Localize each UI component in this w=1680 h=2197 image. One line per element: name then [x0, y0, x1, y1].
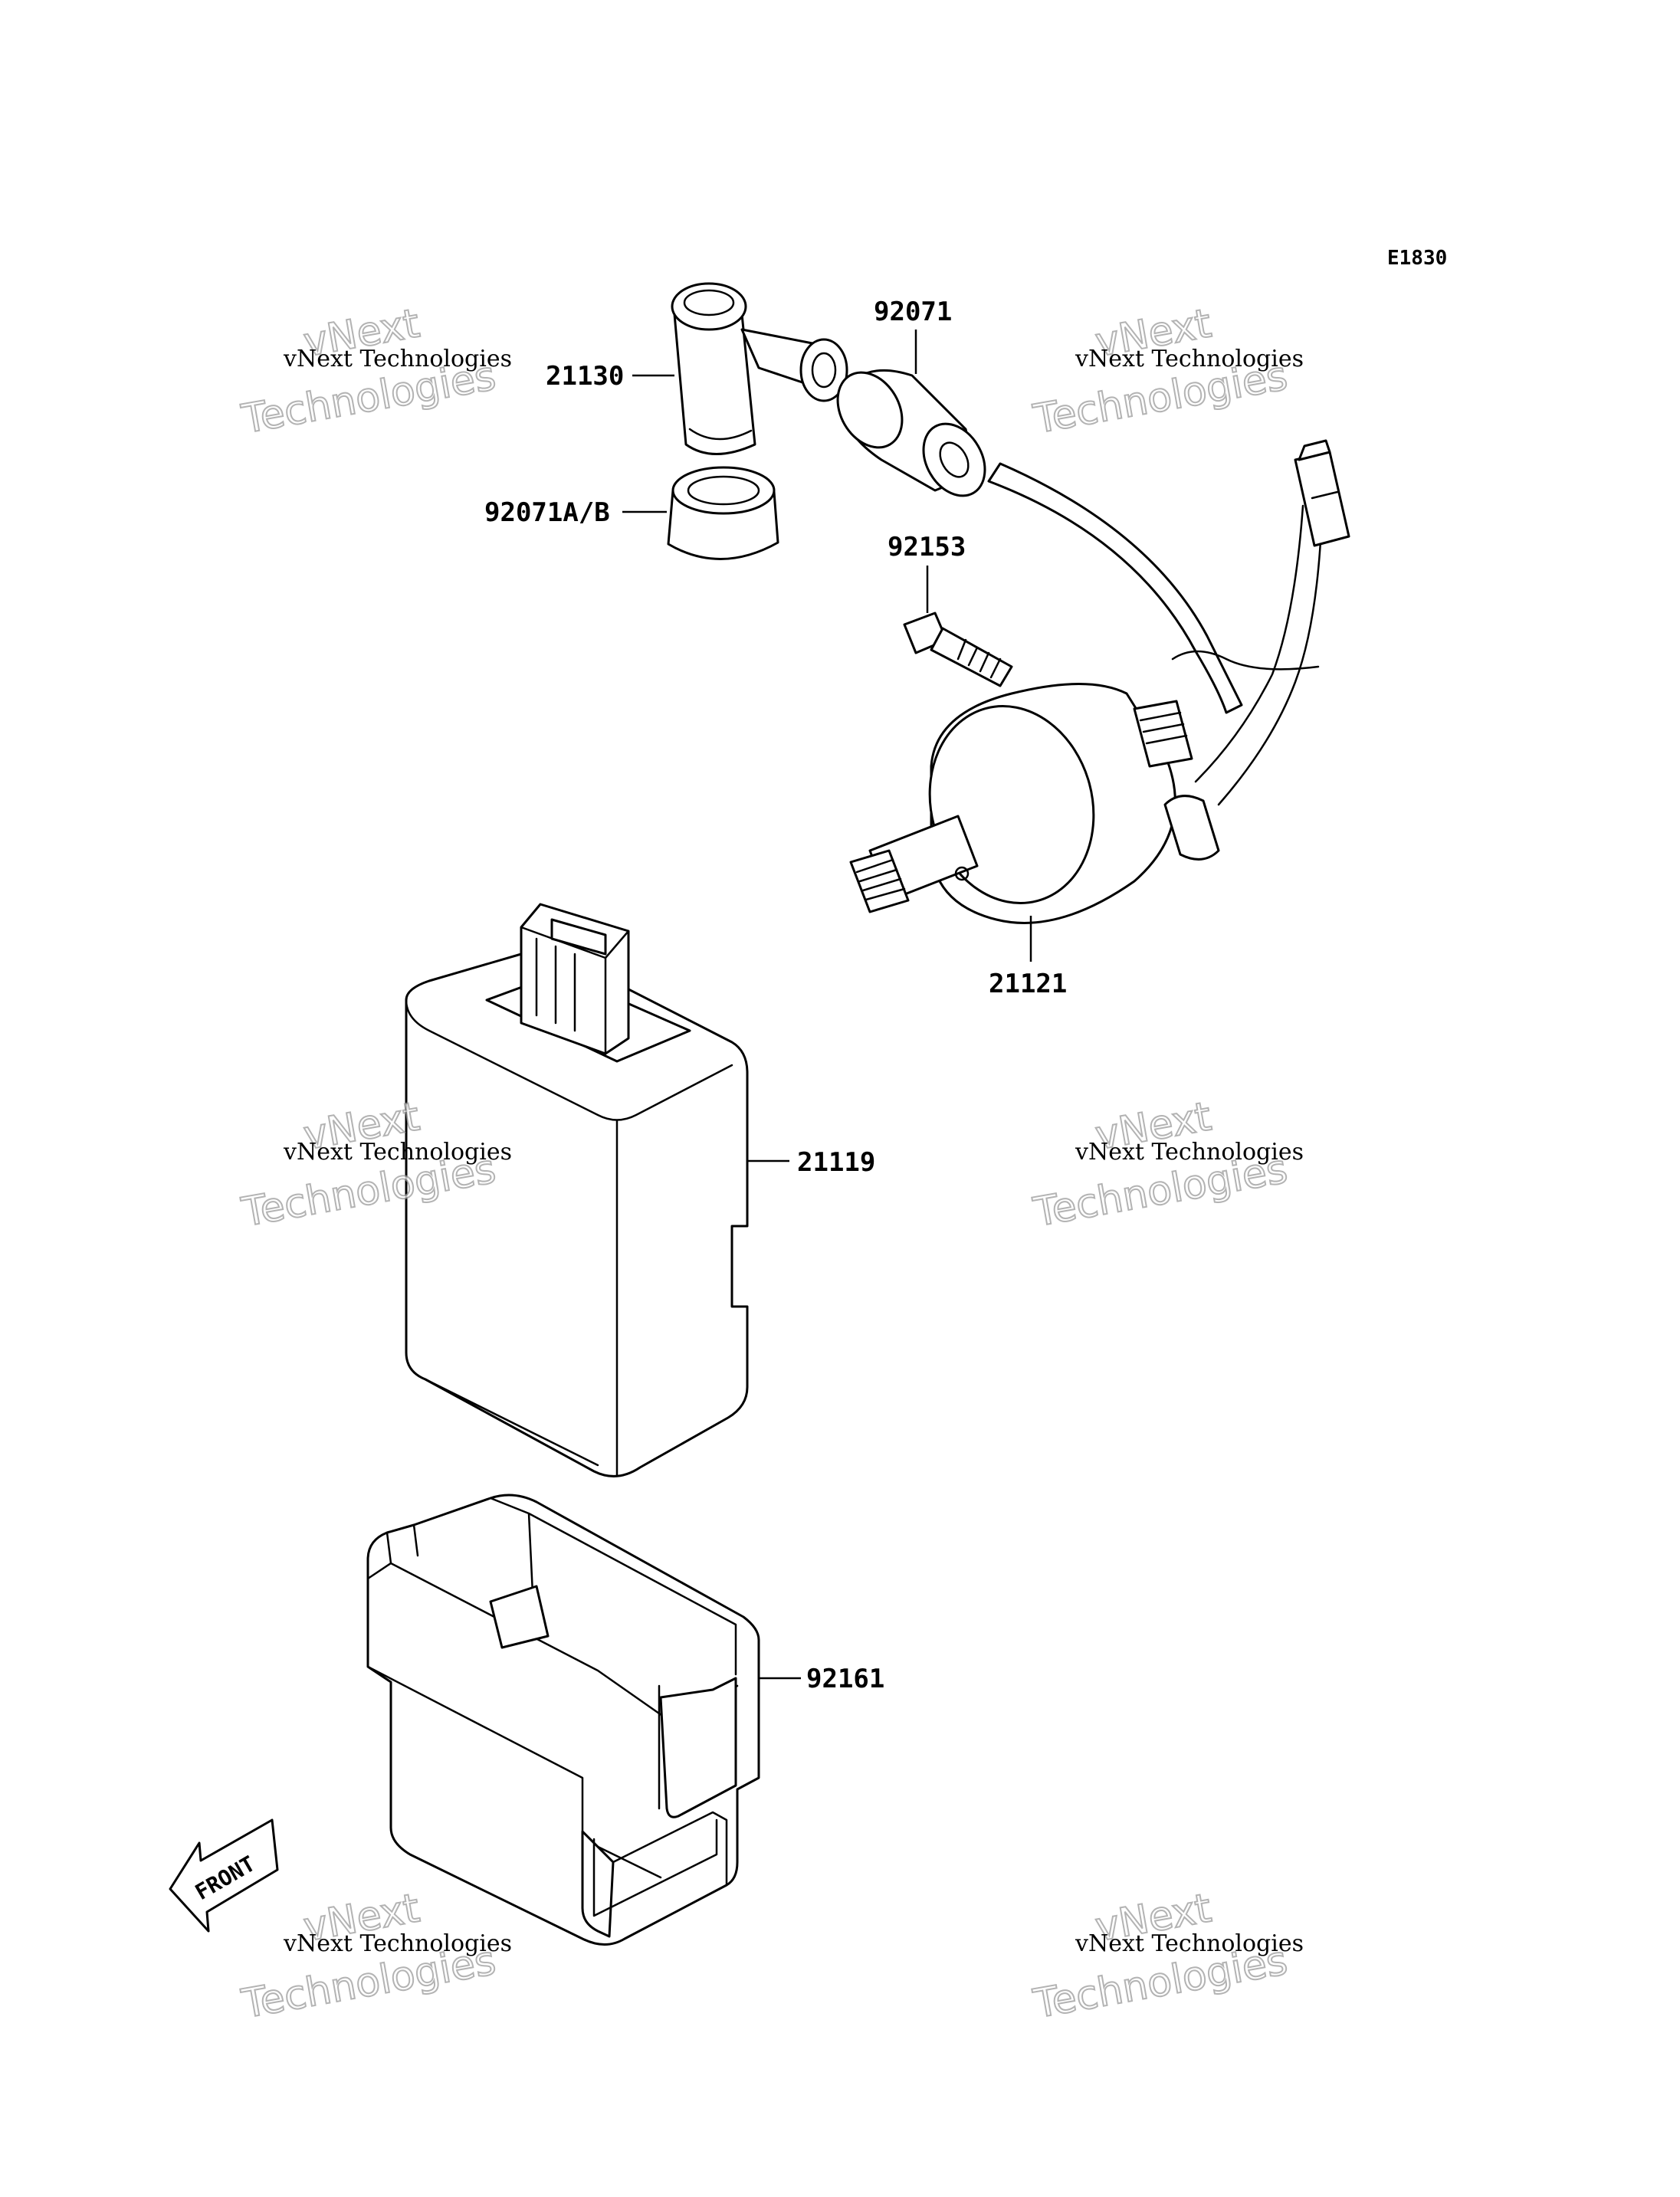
watermark-bottom-left: vNext vNext Technologies Technologies [238, 1884, 512, 2028]
part-label-92153[interactable]: 92153 [888, 532, 966, 562]
watermark-bottom-right: vNext vNext Technologies Technologies [1029, 1884, 1304, 2028]
part-label-92071[interactable]: 92071 [874, 297, 952, 327]
part-label-21130[interactable]: 21130 [546, 361, 624, 392]
seal-ring-icon[interactable] [667, 466, 779, 560]
front-direction-arrow-icon: FRONT [169, 1818, 279, 1933]
watermark-small-text: vNext Technologies [283, 346, 512, 372]
watermark-top-right: vNext vNext Technologies Technologies [1029, 300, 1304, 444]
spark-plug-cap-icon[interactable] [671, 282, 848, 455]
bracket-case-icon[interactable] [366, 1494, 760, 1946]
part-label-92161[interactable]: 92161 [806, 1664, 884, 1694]
igniter-unit-icon[interactable] [405, 903, 749, 1477]
diagram-code: E1830 [1387, 247, 1447, 270]
part-label-21121[interactable]: 21121 [989, 969, 1067, 999]
bolt-icon[interactable] [903, 612, 1013, 687]
watermark-small-text: vNext Technologies [1075, 1139, 1304, 1166]
grommet-icon[interactable] [825, 361, 997, 507]
watermark-small-text: vNext Technologies [283, 1930, 512, 1957]
watermark-small-text: vNext Technologies [1075, 1930, 1304, 1957]
part-label-92071ab[interactable]: 92071A/B [484, 497, 610, 528]
ignition-coil-icon[interactable] [849, 439, 1350, 924]
watermark-small-text: vNext Technologies [283, 1139, 512, 1166]
watermark-middle-right: vNext vNext Technologies Technologies [1029, 1093, 1304, 1237]
watermark-top-left: vNext vNext Technologies Technologies [238, 300, 512, 444]
watermark-middle-left: vNext vNext Technologies Technologies [238, 1093, 512, 1237]
watermark-small-text: vNext Technologies [1075, 346, 1304, 372]
part-label-21119[interactable]: 21119 [797, 1147, 875, 1178]
